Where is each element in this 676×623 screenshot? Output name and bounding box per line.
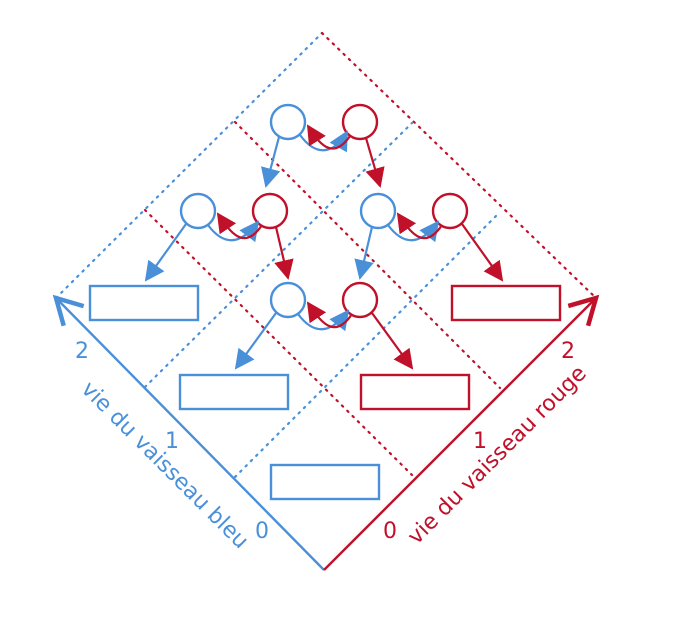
red-arrow xyxy=(364,137,385,188)
blue-axis-label: vie du vaisseau bleu xyxy=(76,377,253,554)
red-arrow xyxy=(396,212,443,240)
blue-arrow xyxy=(354,226,374,280)
grid-line-blue xyxy=(143,121,414,389)
grid-line-red xyxy=(143,208,414,477)
blue-arrow xyxy=(144,223,187,282)
outcome-box-blue xyxy=(178,373,290,411)
outcome-box-blue xyxy=(269,463,381,501)
blue-arrow xyxy=(234,312,277,370)
blue-arrow xyxy=(207,220,260,243)
red-arrow xyxy=(216,212,263,240)
blue-life-axis xyxy=(52,294,325,571)
outcome-box-red xyxy=(450,284,562,322)
state-node-red xyxy=(251,192,289,230)
red-arrow xyxy=(306,301,353,329)
state-node-blue xyxy=(179,192,217,230)
grid-line-red xyxy=(320,31,598,300)
blue-arrow xyxy=(297,309,350,332)
state-node-red xyxy=(341,281,379,319)
blue-arrow xyxy=(261,136,281,188)
red-axis-tick-0: 0 xyxy=(383,519,397,544)
blue-arrow xyxy=(299,130,348,153)
state-node-blue xyxy=(269,281,307,319)
state-node-red xyxy=(431,192,469,230)
state-node-red xyxy=(341,103,379,141)
blue-axis-tick-2: 2 xyxy=(75,339,89,364)
red-axis-tick-1: 1 xyxy=(473,429,487,454)
red-arrow xyxy=(371,312,414,370)
outcome-box-red xyxy=(359,373,471,411)
state-nodes xyxy=(179,103,469,319)
red-arrow xyxy=(306,124,351,150)
blue-axis-tick-0: 0 xyxy=(255,519,269,544)
state-node-blue xyxy=(269,103,307,141)
outcome-boxes xyxy=(88,284,562,501)
red-transitions xyxy=(216,124,504,370)
red-axis-tick-2: 2 xyxy=(561,339,575,364)
red-arrow xyxy=(461,223,504,282)
grid-line-blue xyxy=(233,210,502,479)
grid-lines xyxy=(54,31,598,479)
blue-axis-tick-1: 1 xyxy=(165,429,179,454)
state-node-blue xyxy=(359,192,397,230)
red-axis-label: vie du vaisseau rouge xyxy=(403,361,591,549)
grid-line-blue xyxy=(54,31,324,300)
blue-transitions xyxy=(144,130,440,370)
blue-arrow xyxy=(387,220,440,243)
grid-line-red xyxy=(233,120,502,390)
outcome-box-blue xyxy=(88,284,200,322)
red-life-axis xyxy=(323,294,600,571)
red-arrow xyxy=(274,226,294,280)
